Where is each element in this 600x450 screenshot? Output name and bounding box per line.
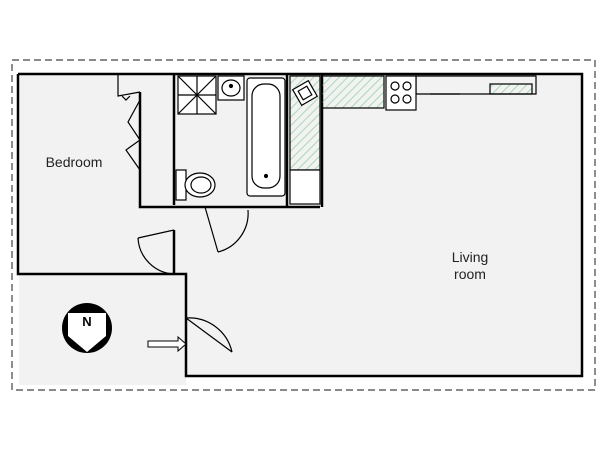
doors <box>137 206 249 364</box>
bathtub-icon <box>246 77 286 197</box>
compass-icon: N <box>62 303 112 353</box>
floor-fill <box>19 75 582 385</box>
bedroom-label: Bedroom <box>46 154 103 170</box>
toilet-icon <box>175 169 216 201</box>
living-room-label-line2: room <box>454 266 486 282</box>
entry-arrow-icon <box>147 335 187 353</box>
lot-border <box>11 59 596 391</box>
shower-icon <box>177 75 217 115</box>
bedroom-closet <box>117 74 141 171</box>
compass-letter: N <box>82 314 91 329</box>
kitchen-sink-icon <box>291 79 319 107</box>
stove-icon <box>385 75 417 111</box>
living-room-label-line1: Living <box>452 249 489 265</box>
sink-icon <box>217 75 245 101</box>
kitchen-counter <box>289 75 537 205</box>
